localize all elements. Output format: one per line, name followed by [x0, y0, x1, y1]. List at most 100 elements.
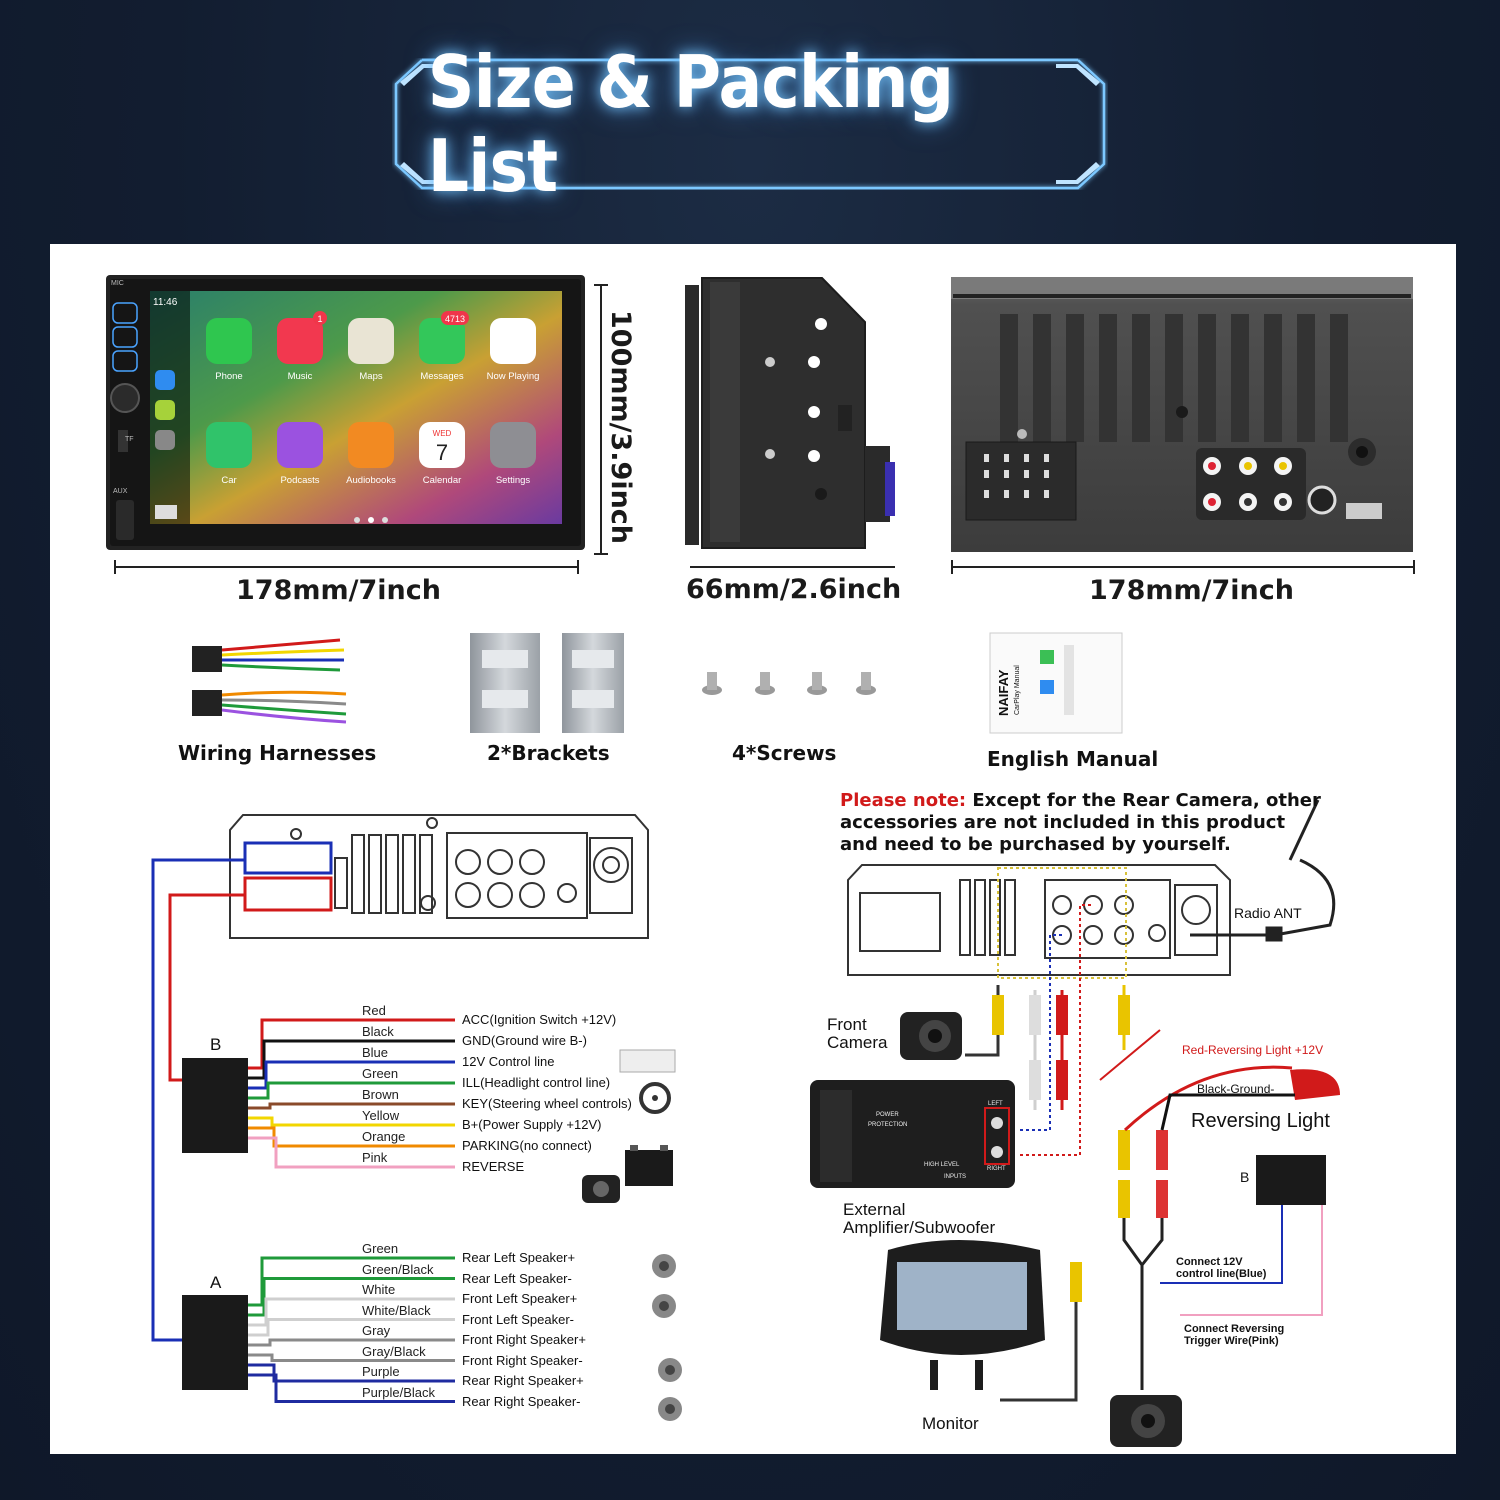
- connect-reversing-line-1: Connect Reversing: [1184, 1323, 1285, 1335]
- mode-button: [112, 326, 138, 348]
- amp-protection-label: PROTECTION: [868, 1122, 908, 1128]
- wire-description: ILL(Headlight control line): [462, 1075, 611, 1090]
- speaker-icons: [652, 1254, 682, 1421]
- wire-color-name: Green: [362, 1241, 399, 1256]
- back-unit: [951, 277, 1413, 552]
- wire-pink: [248, 1136, 455, 1169]
- mic-label: MIC: [111, 280, 124, 287]
- english-manual-label: English Manual: [987, 747, 1159, 771]
- phone-icon[interactable]: [206, 318, 252, 364]
- amp-right-label: RIGHT: [987, 1166, 1006, 1172]
- notification-badge: [441, 311, 469, 325]
- manual-icon: [989, 632, 1123, 734]
- note-line-3: and need to be purchased by yourself.: [840, 834, 1231, 855]
- wire-color-name: Blue: [362, 1045, 389, 1060]
- wire-description: Front Left Speaker-: [462, 1311, 574, 1327]
- front-camera-label: Front Camera: [827, 1016, 887, 1052]
- rear-camera-icon: [1110, 1395, 1182, 1447]
- wire-color-name: Gray: [362, 1323, 391, 1338]
- wire-color-name: Red: [362, 1003, 386, 1018]
- wire-color-name: Pink: [362, 1150, 388, 1165]
- music-icon[interactable]: [277, 318, 323, 364]
- wire-color-name: Purple: [362, 1364, 400, 1379]
- front-camera-icon: [900, 1012, 962, 1060]
- wire-gray: [248, 1338, 455, 1347]
- notification-badge: [313, 311, 327, 325]
- usb-port: [1346, 503, 1382, 519]
- note-line-2: accessories are not included in this pro…: [840, 812, 1286, 833]
- next-button: [112, 350, 138, 372]
- headlight-wire-icon: [619, 1049, 676, 1073]
- wire-color-name: Gray/Black: [362, 1343, 426, 1359]
- battery-icon: [625, 1145, 673, 1186]
- wire-purple: [248, 1363, 455, 1383]
- manual-brand: NAIFAY: [996, 669, 1011, 716]
- connector-a-block: [182, 1295, 248, 1390]
- rca-jacks: [1203, 457, 1292, 511]
- maps-mini-icon: [155, 370, 175, 390]
- audiobooks-icon[interactable]: [348, 422, 394, 468]
- prev-button: [112, 302, 138, 324]
- connect-reversing-label: Connect Reversing Trigger Wire(Pink): [1184, 1323, 1284, 1347]
- connect-12v-line-1: Connect 12V: [1176, 1256, 1243, 1268]
- rca-plugs: [992, 995, 1168, 1302]
- note-line-1: Except for the Rear Camera, other: [972, 790, 1321, 811]
- messages-icon[interactable]: [419, 318, 465, 364]
- app-label: Settings: [495, 475, 531, 486]
- wire-description: B+(Power Supply +12V): [462, 1117, 602, 1132]
- screen-time: 11:46: [153, 297, 178, 308]
- manual-subtitle: CarPlay Manual: [1014, 665, 1021, 715]
- wire-yellow: [248, 1116, 455, 1127]
- car-home-icon[interactable]: [206, 422, 252, 468]
- settings-icon[interactable]: [490, 422, 536, 468]
- amp-inputs-label: INPUTS: [944, 1174, 967, 1180]
- b-connector-right: [1099, 1029, 1326, 1316]
- wiring-harnesses-label: Wiring Harnesses: [178, 741, 377, 765]
- wire-green: [248, 1256, 455, 1307]
- app-label: Now Playing: [486, 371, 540, 382]
- connect-12v-label: Connect 12V control line(Blue): [1176, 1256, 1266, 1280]
- amp-high-level-label: HIGH LEVEL: [924, 1162, 960, 1168]
- podcasts-icon[interactable]: [277, 422, 323, 468]
- brackets-label: 2*Brackets: [487, 741, 610, 765]
- tf-label: TF: [125, 436, 134, 443]
- note-prefix: Please note:: [840, 790, 967, 811]
- wire-description: Front Right Speaker+: [462, 1332, 586, 1347]
- wire-color-name: Orange: [362, 1129, 406, 1144]
- connect-reversing-line-2: Trigger Wire(Pink): [1184, 1335, 1279, 1347]
- mini-camera-icon: [582, 1175, 620, 1203]
- wire-color-name: Yellow: [362, 1108, 400, 1123]
- wire-blue: [248, 1060, 455, 1090]
- monitor-label: Monitor: [922, 1414, 979, 1433]
- wire-color-name: Green/Black: [362, 1261, 434, 1277]
- dotted-signal-lines: [997, 867, 1127, 1156]
- wire-description: Rear Right Speaker+: [462, 1373, 584, 1388]
- wire-description: Front Left Speaker+: [462, 1291, 578, 1306]
- wire-color-name: White/Black: [362, 1302, 431, 1318]
- back-dimension-line: [951, 560, 1415, 574]
- wire-color-name: Green: [362, 1066, 399, 1081]
- title-frame-lines: [394, 58, 1106, 190]
- connector-b-label: B: [210, 1035, 222, 1054]
- front-dimension-lines: [114, 284, 608, 574]
- reversing-light-icon: [1290, 1069, 1340, 1100]
- maps-icon[interactable]: [348, 318, 394, 364]
- black-ground-label: Black-Ground-: [1197, 1082, 1275, 1096]
- notification-badge-count: 1: [317, 314, 322, 324]
- wire-color-name: Black: [362, 1024, 394, 1039]
- music-mini-icon: [155, 400, 175, 420]
- wire-description: Rear Right Speaker-: [462, 1393, 581, 1409]
- front-width-label: 178mm/7inch: [236, 575, 441, 606]
- screw-icons: [702, 672, 876, 695]
- wiring-harness-icon: [192, 638, 347, 724]
- now-playing-icon[interactable]: [490, 318, 536, 364]
- settings-mini-icon: [155, 430, 175, 450]
- calendar-icon[interactable]: [419, 422, 465, 468]
- iso-connector: [965, 441, 1077, 521]
- wire-green-black: [248, 1277, 455, 1317]
- right-b-label: B: [1240, 1169, 1250, 1185]
- tf-slot: [118, 430, 128, 452]
- side-unit: [685, 277, 895, 549]
- wire-white: [248, 1297, 455, 1327]
